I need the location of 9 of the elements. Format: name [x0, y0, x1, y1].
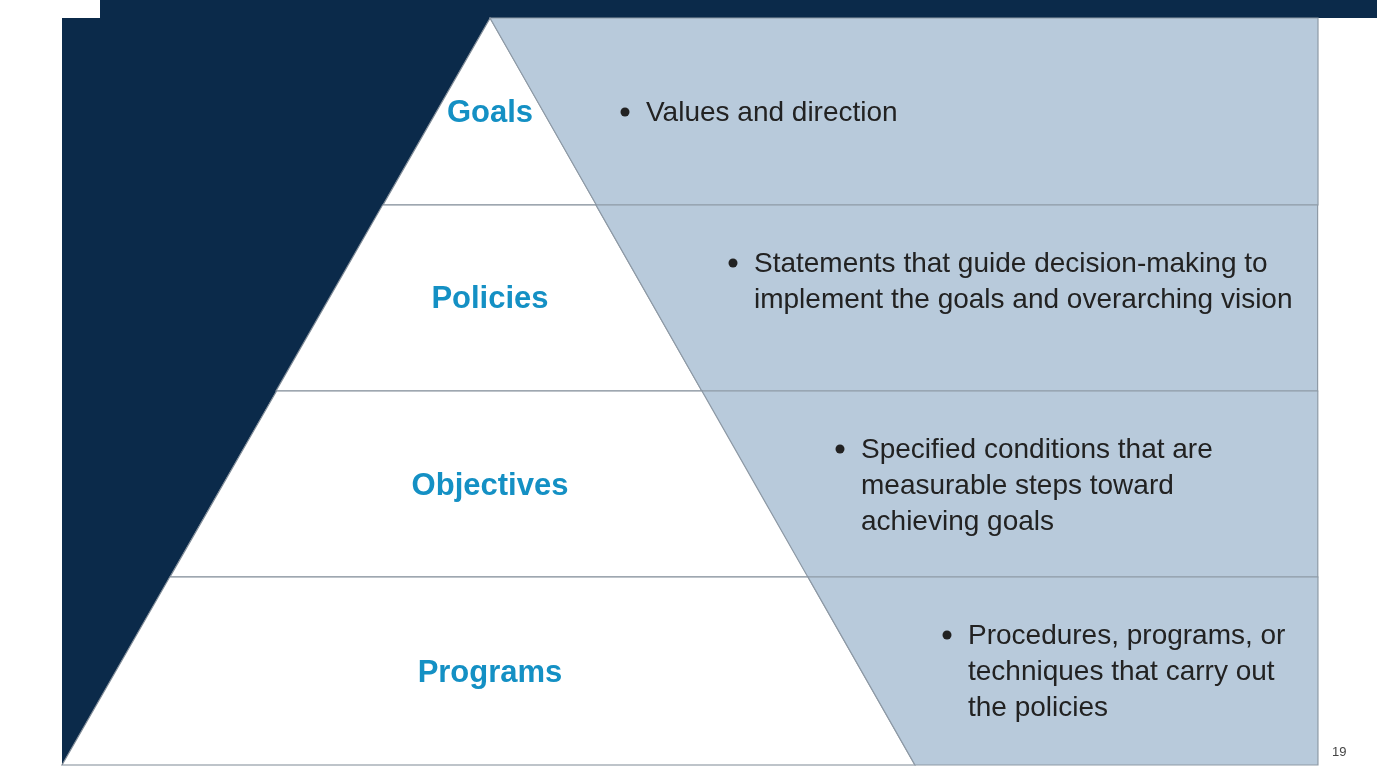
- bullet-text: Statements that guide decision-making to implement the goals and overarching vision: [754, 246, 1294, 316]
- bullet-text: Specified conditions that are measurable steps toward achieving goals: [861, 432, 1214, 538]
- page-number: 19: [1332, 744, 1347, 759]
- tier-title: Objectives: [411, 467, 569, 503]
- bullet-text: Procedures, programs, or techniques that carry out the policies: [968, 618, 1287, 724]
- bullet-text: Values and direction: [646, 95, 899, 129]
- tier-title: Policies: [431, 280, 549, 316]
- tier-title: Programs: [417, 654, 563, 690]
- tier-title: Goals: [446, 94, 534, 130]
